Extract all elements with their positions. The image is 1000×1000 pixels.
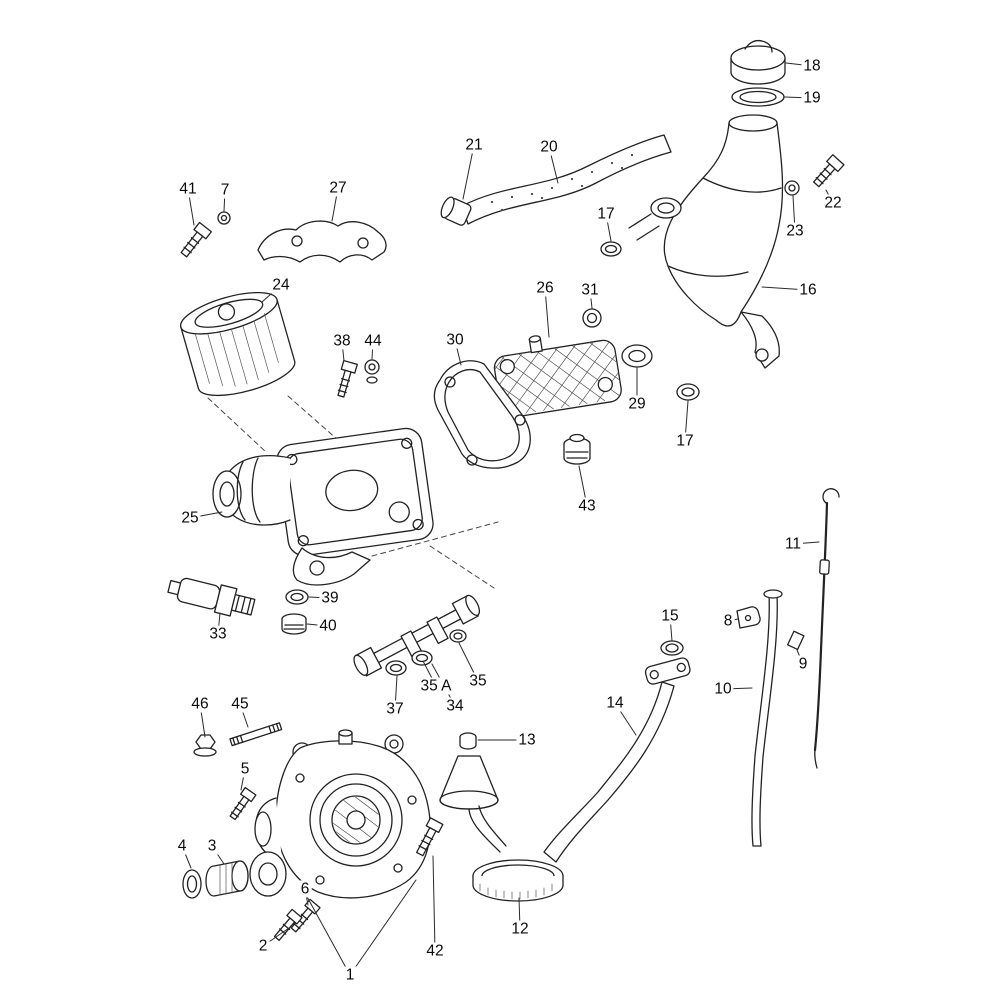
callout-leader-20 [548,146,559,184]
part-10-dipstick-guide-tube [751,589,783,847]
callout-leader-25 [189,511,223,519]
part-23-washer [784,180,800,196]
callout-leader-2 [262,927,290,947]
part-46-flange-nut [193,734,217,757]
part-24-oil-filter-cartridge [179,291,296,397]
callout-leader-19 [784,96,813,99]
callout-leader-3 [211,845,225,865]
part-39-seal-ring [285,589,309,605]
callout-leader-40 [306,623,329,627]
part-1-oil-pump-assembly [249,729,431,899]
part-3-seal-sleeve [205,860,249,897]
part-43-union-fitting [563,433,591,465]
callout-leader-46 [199,703,206,738]
callout-leader-1 [304,892,351,976]
callout-leader-17 [605,213,612,242]
part-35-seal-ring [449,629,467,643]
part-30-gasket [433,360,531,469]
part-45-stud [229,722,283,747]
callout-leader-23 [792,195,796,232]
callout-leader-16 [761,286,809,291]
part-25-filter-console [212,427,434,586]
part-21-hose-fitting [440,196,472,226]
part-37-seal-rings [385,650,433,676]
callout-leader-7 [223,189,226,212]
part-18-oil-filler-cap [730,39,786,85]
callout-leader-41 [187,188,195,226]
part-9-clip [786,630,805,651]
callout-leader-37 [394,675,398,710]
callout-leader-1 [349,879,417,976]
part-20-oil-hose [461,134,672,225]
part-15-seal-ring [660,640,684,656]
part-14-suction-pipe [543,657,691,863]
part-34-oil-pipe [353,594,481,677]
callout-leader-26 [544,287,550,338]
callout-leader-38 [341,340,345,362]
callout-leader-33 [217,612,221,635]
part-33-pressure-sender [167,577,256,617]
callout-leader-42 [432,855,436,952]
projection-lines [207,395,499,589]
part-27-cover-bracket [257,220,387,263]
callout-leader-12 [518,897,521,930]
part-5-bolt [229,786,257,821]
part-31-seal-ring [582,308,602,328]
callout-leader-5 [240,768,246,791]
callout-leader-18 [785,62,813,67]
part-17-seal-ring-lower [676,383,700,401]
callout-leader-43 [578,465,588,507]
part-4-seal-ring [182,869,202,899]
part-29-bushing [621,344,653,368]
callout-leader-11 [792,541,820,545]
callout-leader-14 [614,702,637,736]
callout-leader-15 [669,615,673,642]
part-19-seal-ring [731,87,785,107]
part-intake-funnel [439,755,507,853]
part-8-clamp [736,606,761,629]
callout-leader-21 [462,144,475,200]
callout-leader-35-A [422,660,437,687]
part-38-bolt [337,359,358,398]
callout-leader-27 [331,187,339,222]
part-7-washer [217,211,231,225]
callout-leader-9 [796,649,804,665]
callout-leader-8 [727,618,739,622]
part-41-bolt [180,221,213,258]
callout-leader-4 [181,845,192,869]
callout-leader-10 [722,687,753,690]
part-42-bolt [416,817,444,857]
part-11-dipstick [813,488,840,769]
part-40-plug [281,613,307,635]
callout-leader-35 [458,642,479,682]
callout-leader-22 [825,189,834,204]
part-22-bolt [813,154,845,188]
callout-leader-30 [454,339,462,366]
callout-leader-39 [308,596,331,599]
callout-leader-45 [239,703,249,728]
callout-leader-17 [684,400,689,442]
part-44-washer-nut [364,359,380,384]
callout-leader-31 [589,289,593,309]
callout-leader-44 [371,340,374,360]
part-12-oil-strainer [472,859,564,902]
part-16-oil-filler-neck [628,114,784,369]
part-13-cap-nut [459,732,477,750]
part-17-seal-ring-upper [600,241,622,257]
